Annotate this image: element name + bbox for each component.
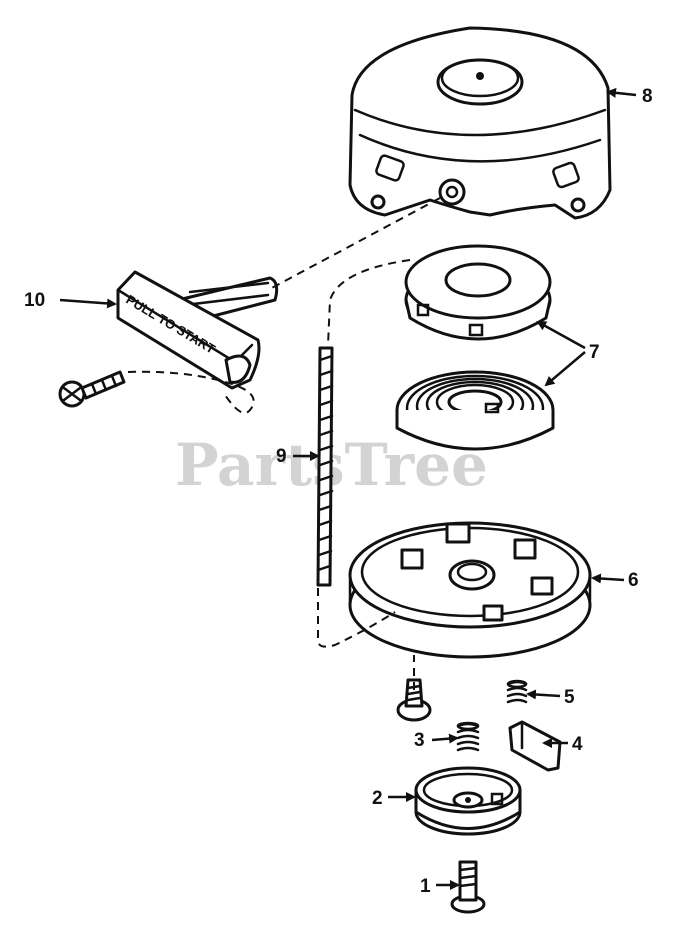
leader-line-7b — [544, 351, 586, 387]
callout-9: 9 — [276, 446, 287, 467]
callout-1: 1 — [420, 876, 431, 897]
starter-rope[interactable] — [316, 346, 334, 587]
starter-housing[interactable] — [348, 26, 612, 220]
rope-route-line — [267, 197, 441, 291]
brake-cup[interactable] — [414, 766, 522, 836]
small-spring[interactable] — [506, 679, 528, 704]
leader-line-5 — [526, 689, 561, 700]
callout-6: 6 — [628, 570, 639, 591]
shoulder-screw[interactable] — [450, 860, 486, 914]
callout-4: 4 — [572, 734, 583, 755]
starter-pawl[interactable] — [508, 720, 562, 772]
handle-screw[interactable] — [58, 370, 126, 408]
recoil-spring[interactable] — [395, 370, 555, 451]
callout-10: 10 — [24, 290, 45, 311]
callout-3: 3 — [414, 730, 425, 751]
rope-route-line — [317, 588, 396, 648]
leader-line-10 — [59, 298, 117, 309]
callout-2: 2 — [372, 788, 383, 809]
rope-route-line — [327, 259, 411, 346]
rope-route-line — [127, 370, 255, 414]
callout-7: 7 — [589, 342, 600, 363]
callout-5: 5 — [564, 687, 575, 708]
callout-8: 8 — [642, 86, 653, 107]
starter-handle[interactable]: PULL TO START — [116, 270, 279, 390]
leader-line-3 — [431, 733, 459, 744]
leader-line-6 — [591, 573, 625, 584]
pawl-spring[interactable] — [456, 721, 480, 752]
leader-line-8 — [606, 87, 637, 98]
starter-pulley[interactable] — [348, 521, 592, 659]
spring-cup[interactable] — [404, 244, 552, 341]
leader-line-7a — [536, 320, 586, 350]
pulley-screw[interactable] — [396, 678, 432, 722]
